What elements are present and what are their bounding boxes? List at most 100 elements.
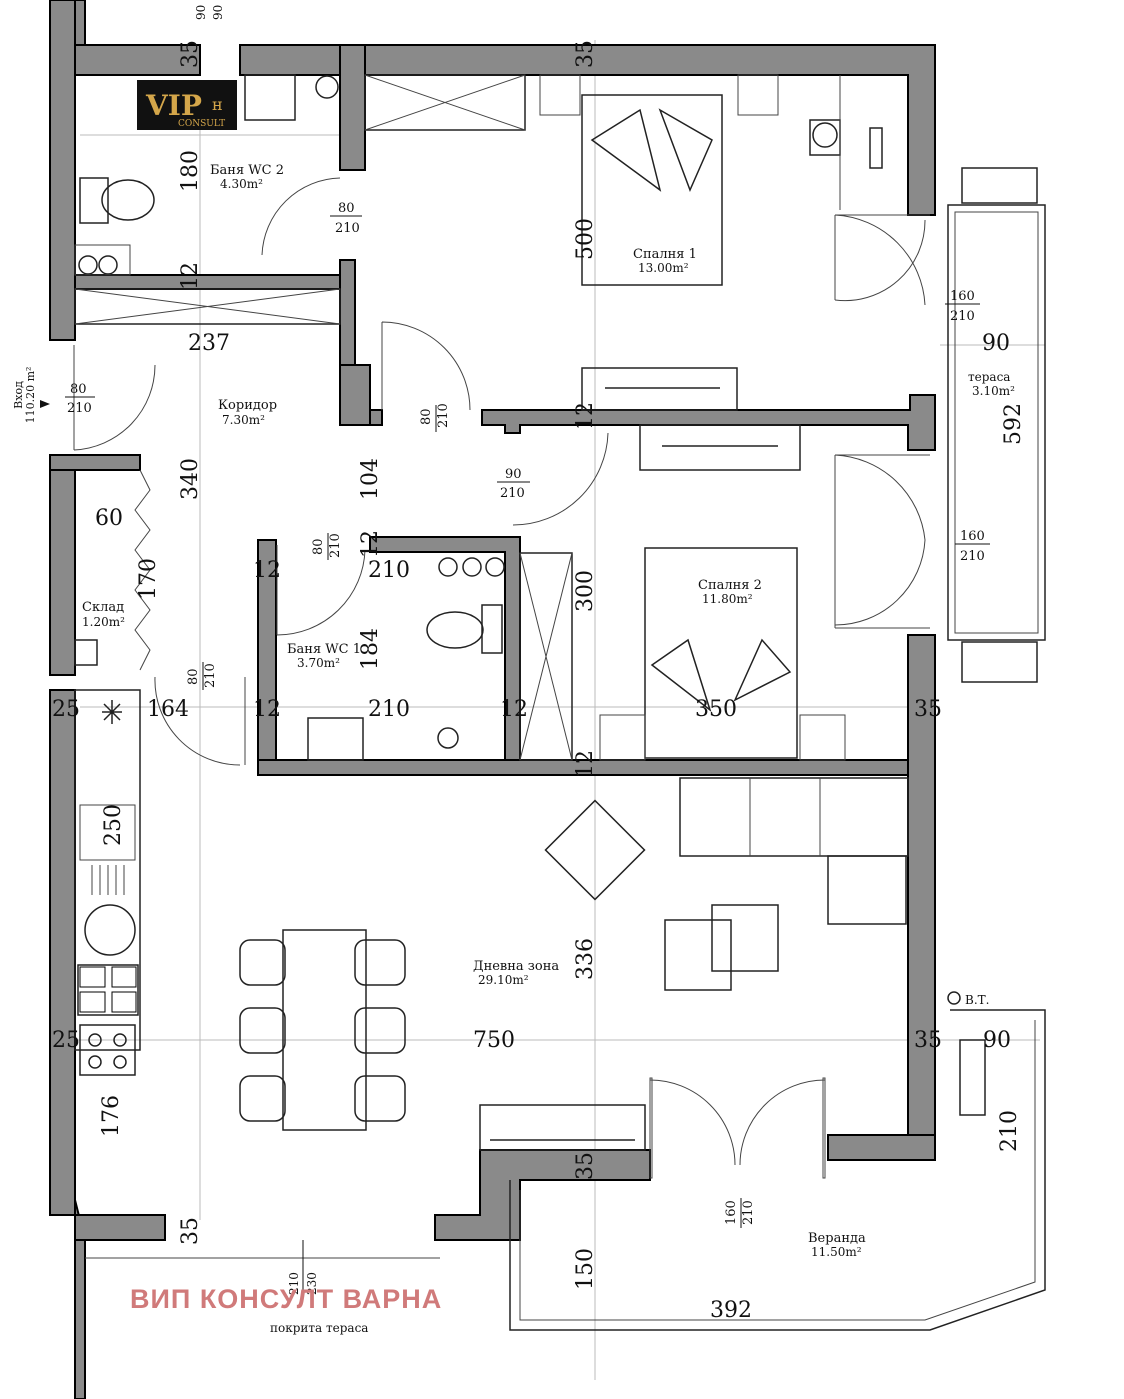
entrance-line2: 110.20 m²: [24, 367, 37, 424]
room-name-vt: В.Т.: [965, 993, 989, 1007]
door-veranda-height: 210: [741, 1200, 756, 1225]
room-name-storage: Склад: [82, 600, 124, 615]
dim-12-living: 12: [573, 750, 598, 778]
dim-12-bath1-left: 12: [253, 558, 281, 583]
dim-25-bottom: 25: [52, 1028, 80, 1053]
dim-104: 104: [358, 458, 383, 500]
door-swings: [73, 177, 930, 1179]
door-storage-height: 210: [203, 663, 218, 688]
dimensions-horizontal: 237 90 60 210 12 25 164 12 210 12 350 35…: [52, 331, 1011, 1323]
door-bath2-height: 210: [335, 221, 360, 236]
walls: [49, 0, 1046, 1399]
entrance-label: Вход 110.20 m²: [12, 367, 37, 424]
dim-35-bottomleft: 35: [178, 1217, 203, 1245]
living-furniture: [239, 777, 909, 1131]
room-area-terrace: 3.10m²: [972, 384, 1015, 398]
door-bed2-terrace-height: 210: [960, 549, 985, 564]
watermark-text: ВИП КОНСУЛТ ВАРНА: [130, 1284, 442, 1314]
entrance-arrow-icon: [40, 400, 50, 408]
room-name-bed2: Спалня 2: [698, 578, 762, 593]
dim-12-bed: 12: [573, 402, 598, 430]
room-area-corridor: 7.30m²: [222, 413, 265, 427]
room-labels: Баня WC 2 4.30m² Спалня 1 13.00m² Коридо…: [82, 163, 1015, 1335]
dim-300: 300: [573, 570, 598, 612]
dim-90-top-b: 90: [211, 5, 225, 20]
room-area-bed1: 13.00m²: [638, 261, 689, 275]
door-bed1-terrace-height: 210: [950, 309, 975, 324]
dim-150: 150: [573, 1248, 598, 1290]
dim-176: 176: [99, 1095, 124, 1137]
bath2-fixtures: [74, 74, 339, 276]
room-name-bed1: Спалня 1: [633, 247, 697, 262]
dim-237: 237: [188, 331, 230, 356]
dim-12-corridor: 12: [178, 262, 203, 290]
dim-350: 350: [695, 697, 737, 722]
dim-750: 750: [473, 1028, 515, 1053]
room-area-bath2: 4.30m²: [220, 177, 263, 191]
room-name-terrace: тераса: [968, 370, 1010, 384]
door-covered-height: 230: [305, 1272, 319, 1295]
dim-210-bath1-top: 210: [368, 558, 410, 583]
logo-suffix: н: [212, 95, 223, 114]
bedroom1-furniture: [539, 74, 883, 411]
dim-12-bath1-bottom: 12: [253, 697, 281, 722]
door-bed1-height: 210: [436, 403, 451, 428]
door-entry-height: 210: [67, 401, 92, 416]
door-bed2-height: 210: [500, 486, 525, 501]
door-entry-width: 80: [70, 382, 87, 397]
room-area-bed2: 11.80m²: [702, 592, 753, 606]
door-bath1-width: 80: [311, 538, 326, 555]
dim-164: 164: [147, 697, 189, 722]
storage-fixtures: [74, 469, 151, 671]
door-covered-width: 210: [287, 1272, 301, 1295]
dim-90-top-a: 90: [194, 5, 208, 20]
door-bed2-width: 90: [505, 467, 522, 482]
vip-logo: VIP н CONSULT: [137, 80, 237, 130]
dim-35-top: 35: [573, 40, 598, 68]
door-bath1-height: 210: [328, 533, 343, 558]
door-bed2-terrace-width: 160: [960, 529, 985, 544]
room-name-veranda: Веранда: [808, 1231, 866, 1246]
room-name-corridor: Коридор: [218, 398, 277, 413]
vt-marker: [947, 991, 986, 1116]
door-bath2-width: 80: [338, 201, 355, 216]
dim-184: 184: [358, 628, 383, 670]
dim-180: 180: [178, 150, 203, 192]
door-storage-width: 80: [186, 668, 201, 685]
room-name-living: Дневна зона: [473, 959, 559, 974]
logo-mark: VIP: [145, 89, 202, 122]
dim-25-top: 25: [52, 697, 80, 722]
door-labels: 80 210 160 210 80 210 90 210 160 210 80 …: [65, 201, 990, 1300]
room-name-covered: покрита тераса: [270, 1321, 368, 1335]
dim-90-terrace: 90: [982, 331, 1010, 356]
dim-250: 250: [101, 804, 126, 846]
door-bed1-width: 80: [419, 408, 434, 425]
dim-90-veranda: 90: [983, 1028, 1011, 1053]
room-area-storage: 1.20m²: [82, 615, 125, 629]
dim-500-vertical: 500: [573, 218, 598, 260]
dim-12-bath1-top: 12: [358, 530, 383, 558]
dim-210-veranda: 210: [997, 1110, 1022, 1152]
room-area-veranda: 11.50m²: [811, 1245, 862, 1259]
bath1-fixtures: [307, 557, 505, 761]
dim-336: 336: [573, 938, 598, 980]
bedroom2-furniture: [599, 424, 846, 761]
dim-12-window: 12: [500, 697, 528, 722]
logo-sub: CONSULT: [178, 119, 225, 129]
door-veranda-width: 160: [724, 1200, 739, 1225]
dim-210-bath1-bottom: 210: [368, 697, 410, 722]
dim-592: 592: [1001, 403, 1026, 445]
dim-392: 392: [710, 1298, 752, 1323]
windows: [74, 74, 646, 1151]
kitchen: [74, 689, 141, 1076]
dim-340: 340: [178, 458, 203, 500]
dimensions-vertical: 35 35 180 500 12 592 12 340 104 170 12 3…: [99, 5, 1026, 1290]
room-name-bath1: Баня WC 1: [287, 642, 361, 657]
dim-170: 170: [136, 558, 161, 600]
dim-60: 60: [95, 506, 123, 531]
terrace-right: [947, 167, 1046, 683]
door-bed1-terrace-width: 160: [950, 289, 975, 304]
room-area-bath1: 3.70m²: [297, 656, 340, 670]
room-area-living: 29.10m²: [478, 973, 529, 987]
entrance-line1: Вход: [12, 381, 25, 409]
